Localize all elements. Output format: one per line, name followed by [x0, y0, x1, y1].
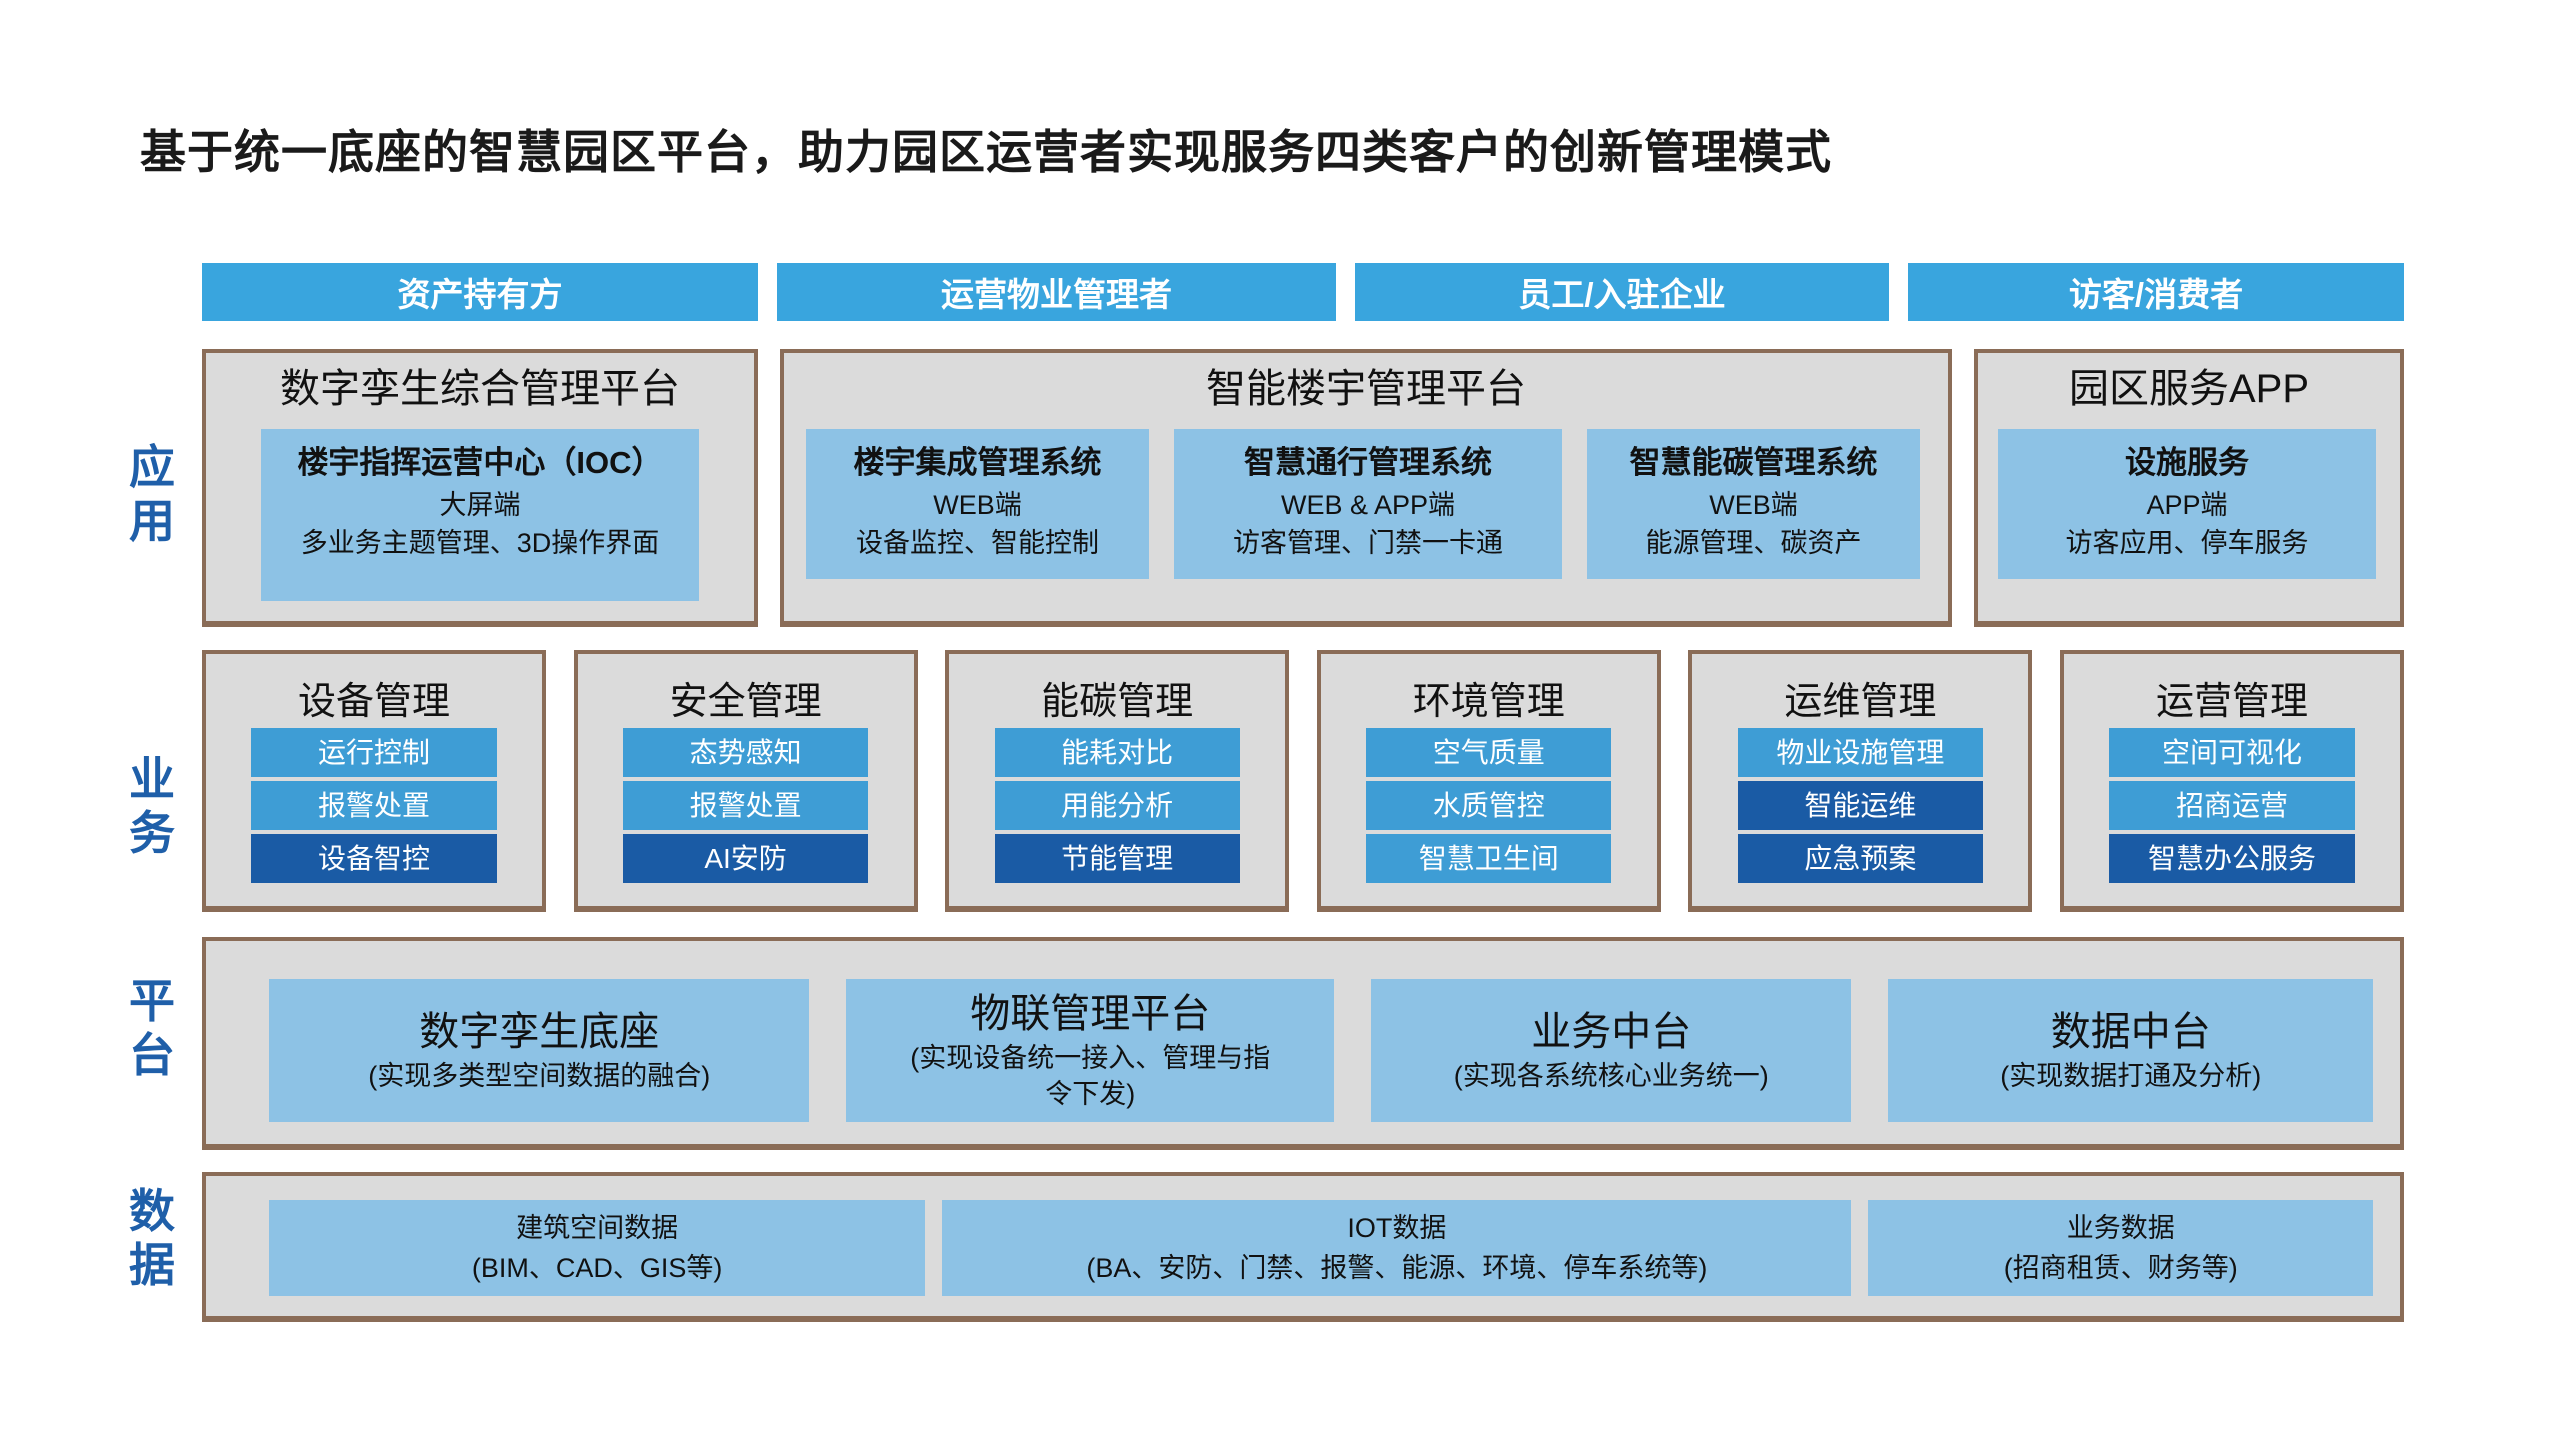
business-item: 用能分析 [994, 781, 1240, 830]
panel-title: 智能楼宇管理平台 [1206, 367, 1526, 411]
rail-label-application: 应用 [129, 441, 175, 548]
column-title: 安全管理 [669, 681, 822, 723]
column-items: 态势感知 报警处置 AI安防 [578, 728, 914, 883]
platform-card-subtitle: (实现数据打通及分析) [2000, 1060, 2262, 1091]
app-card-terminal: WEB & APP端 [1280, 489, 1456, 520]
header-visitor-consumer: 访客/消费者 [1908, 263, 2404, 321]
data-card-title: 业务数据 [2066, 1212, 2175, 1243]
column-title: 运营管理 [2155, 681, 2308, 723]
column-business-operation-management: 运营管理 空间可视化 招商运营 智慧办公服务 [2059, 650, 2404, 912]
business-item: 应急预案 [1737, 834, 1983, 883]
platform-card-iot-platform: 物联管理平台 (实现设备统一接入、管理与指令下发) [846, 979, 1334, 1122]
data-card-business-data: 业务数据 (招商租赁、财务等) [1868, 1200, 2373, 1296]
app-card-features: 访客应用、停车服务 [2065, 528, 2309, 559]
header-property-manager: 运营物业管理者 [777, 263, 1336, 321]
column-device-management: 设备管理 运行控制 报警处置 设备智控 [202, 650, 546, 912]
smart-building-cards: 楼宇集成管理系统 WEB端 设备监控、智能控制 智慧通行管理系统 WEB & A… [784, 429, 1948, 579]
business-item: 报警处置 [622, 781, 869, 830]
panel-title: 园区服务APP [2068, 367, 2310, 411]
column-items: 运行控制 报警处置 设备智控 [206, 728, 542, 883]
platform-card-subtitle: (实现多类型空间数据的融合) [368, 1060, 711, 1091]
business-item: 智慧办公服务 [2109, 834, 2355, 883]
column-items: 空间可视化 招商运营 智慧办公服务 [2064, 728, 2400, 883]
app-card-name: 智慧通行管理系统 [1244, 445, 1492, 480]
app-card-terminal: WEB端 [1709, 489, 1798, 520]
business-item: 智慧卫生间 [1366, 834, 1612, 883]
app-card-smart-access: 智慧通行管理系统 WEB & APP端 访客管理、门禁一卡通 [1174, 429, 1562, 579]
data-row: 建筑空间数据 (BIM、CAD、GIS等) IOT数据 (BA、安防、门禁、报警… [202, 1172, 2404, 1322]
app-card-terminal: 大屏端 [439, 489, 521, 520]
app-card-features: 访客管理、门禁一卡通 [1233, 528, 1503, 559]
business-row: 设备管理 运行控制 报警处置 设备智控 安全管理 态势感知 报警处置 AI安防 … [202, 650, 2404, 912]
app-card-facility-service: 设施服务 APP端 访客应用、停车服务 [1998, 429, 2376, 579]
column-title: 环境管理 [1412, 681, 1565, 723]
app-card-name: 设施服务 [2125, 445, 2249, 480]
platform-card-subtitle: (实现设备统一接入、管理与指令下发) [910, 1043, 1271, 1109]
data-card-title: IOT数据 [1347, 1212, 1447, 1243]
app-card-name: 智慧能碳管理系统 [1629, 445, 1878, 480]
rail-label-data: 数据 [129, 1185, 175, 1292]
column-environment-management: 环境管理 空气质量 水质管控 智慧卫生间 [1316, 650, 1661, 912]
business-item: 招商运营 [2109, 781, 2355, 830]
business-item: 能耗对比 [994, 728, 1240, 777]
app-card-features: 能源管理、碳资产 [1645, 528, 1862, 559]
column-security-management: 安全管理 态势感知 报警处置 AI安防 [573, 650, 918, 912]
column-items: 空气质量 水质管控 智慧卫生间 [1321, 728, 1657, 883]
business-item: 报警处置 [251, 781, 497, 830]
app-card-features: 设备监控、智能控制 [856, 528, 1099, 559]
data-card-iot-data: IOT数据 (BA、安防、门禁、报警、能源、环境、停车系统等) [942, 1200, 1852, 1296]
business-item: 设备智控 [251, 834, 497, 883]
data-card-subtitle: (招商租赁、财务等) [2003, 1253, 2238, 1283]
application-row: 数字孪生综合管理平台 楼宇指挥运营中心（IOC） 大屏端 多业务主题管理、3D操… [202, 349, 2404, 627]
data-card-building-spatial-data: 建筑空间数据 (BIM、CAD、GIS等) [269, 1200, 926, 1296]
column-items: 能耗对比 用能分析 节能管理 [949, 728, 1285, 883]
app-card-energy-carbon: 智慧能碳管理系统 WEB端 能源管理、碳资产 [1587, 429, 1920, 579]
app-card-terminal: APP端 [2146, 489, 2228, 520]
data-card-subtitle: (BA、安防、门禁、报警、能源、环境、停车系统等) [1086, 1253, 1708, 1283]
app-card-building-integration: 楼宇集成管理系统 WEB端 设备监控、智能控制 [806, 429, 1149, 579]
business-item: 水质管控 [1366, 781, 1612, 830]
app-card-name: 楼宇指挥运营中心（IOC） [297, 445, 663, 480]
app-card-ioc: 楼宇指挥运营中心（IOC） 大屏端 多业务主题管理、3D操作界面 [261, 429, 699, 601]
platform-card-business-middle-platform: 业务中台 (实现各系统核心业务统一) [1370, 979, 1852, 1122]
panel-digital-twin-mgmt-platform: 数字孪生综合管理平台 楼宇指挥运营中心（IOC） 大屏端 多业务主题管理、3D操… [202, 349, 758, 627]
column-operation-maintenance-management: 运维管理 物业设施管理 智能运维 应急预案 [1688, 650, 2033, 912]
page-title: 基于统一底座的智慧园区平台，助力园区运营者实现服务四类客户的创新管理模式 [140, 126, 1832, 178]
rail-label-platform: 平台 [129, 975, 175, 1082]
platform-card-title: 数据中台 [2050, 1009, 2211, 1054]
column-title: 运维管理 [1784, 681, 1937, 723]
rail-label-business: 业务 [129, 753, 175, 860]
header-employee-enterprise: 员工/入驻企业 [1355, 263, 1889, 321]
column-energy-carbon-management: 能碳管理 能耗对比 用能分析 节能管理 [945, 650, 1290, 912]
business-item: 节能管理 [994, 834, 1240, 883]
platform-row: 数字孪生底座 (实现多类型空间数据的融合) 物联管理平台 (实现设备统一接入、管… [202, 937, 2404, 1150]
panel-park-service-app: 园区服务APP 设施服务 APP端 访客应用、停车服务 [1974, 349, 2404, 627]
platform-card-digital-twin-base: 数字孪生底座 (实现多类型空间数据的融合) [269, 979, 810, 1122]
app-card-terminal: WEB端 [933, 489, 1022, 520]
business-item: 智能运维 [1737, 781, 1983, 830]
platform-card-data-middle-platform: 数据中台 (实现数据打通及分析) [1888, 979, 2373, 1122]
business-item: 空间可视化 [2109, 728, 2355, 777]
column-title: 能碳管理 [1041, 681, 1194, 723]
column-items: 物业设施管理 智能运维 应急预案 [1692, 728, 2028, 883]
customer-headers-row: 资产持有方 运营物业管理者 员工/入驻企业 访客/消费者 [202, 263, 2404, 321]
column-title: 设备管理 [297, 681, 450, 723]
panel-title: 数字孪生综合管理平台 [280, 367, 680, 411]
app-card-features: 多业务主题管理、3D操作界面 [300, 528, 660, 559]
platform-card-title: 物联管理平台 [970, 992, 1211, 1037]
platform-card-title: 数字孪生底座 [419, 1009, 660, 1054]
business-item: AI安防 [622, 834, 869, 883]
header-asset-holder: 资产持有方 [202, 263, 758, 321]
platform-card-title: 业务中台 [1531, 1009, 1692, 1054]
app-card-name: 楼宇集成管理系统 [853, 445, 1102, 480]
business-item: 态势感知 [622, 728, 869, 777]
data-card-title: 建筑空间数据 [516, 1212, 679, 1243]
business-item: 空气质量 [1366, 728, 1612, 777]
panel-smart-building-platform: 智能楼宇管理平台 楼宇集成管理系统 WEB端 设备监控、智能控制 智慧通行管理系… [780, 349, 1952, 627]
platform-card-subtitle: (实现各系统核心业务统一) [1453, 1060, 1769, 1091]
data-card-subtitle: (BIM、CAD、GIS等) [471, 1253, 723, 1283]
business-item: 物业设施管理 [1737, 728, 1983, 777]
business-item: 运行控制 [251, 728, 497, 777]
